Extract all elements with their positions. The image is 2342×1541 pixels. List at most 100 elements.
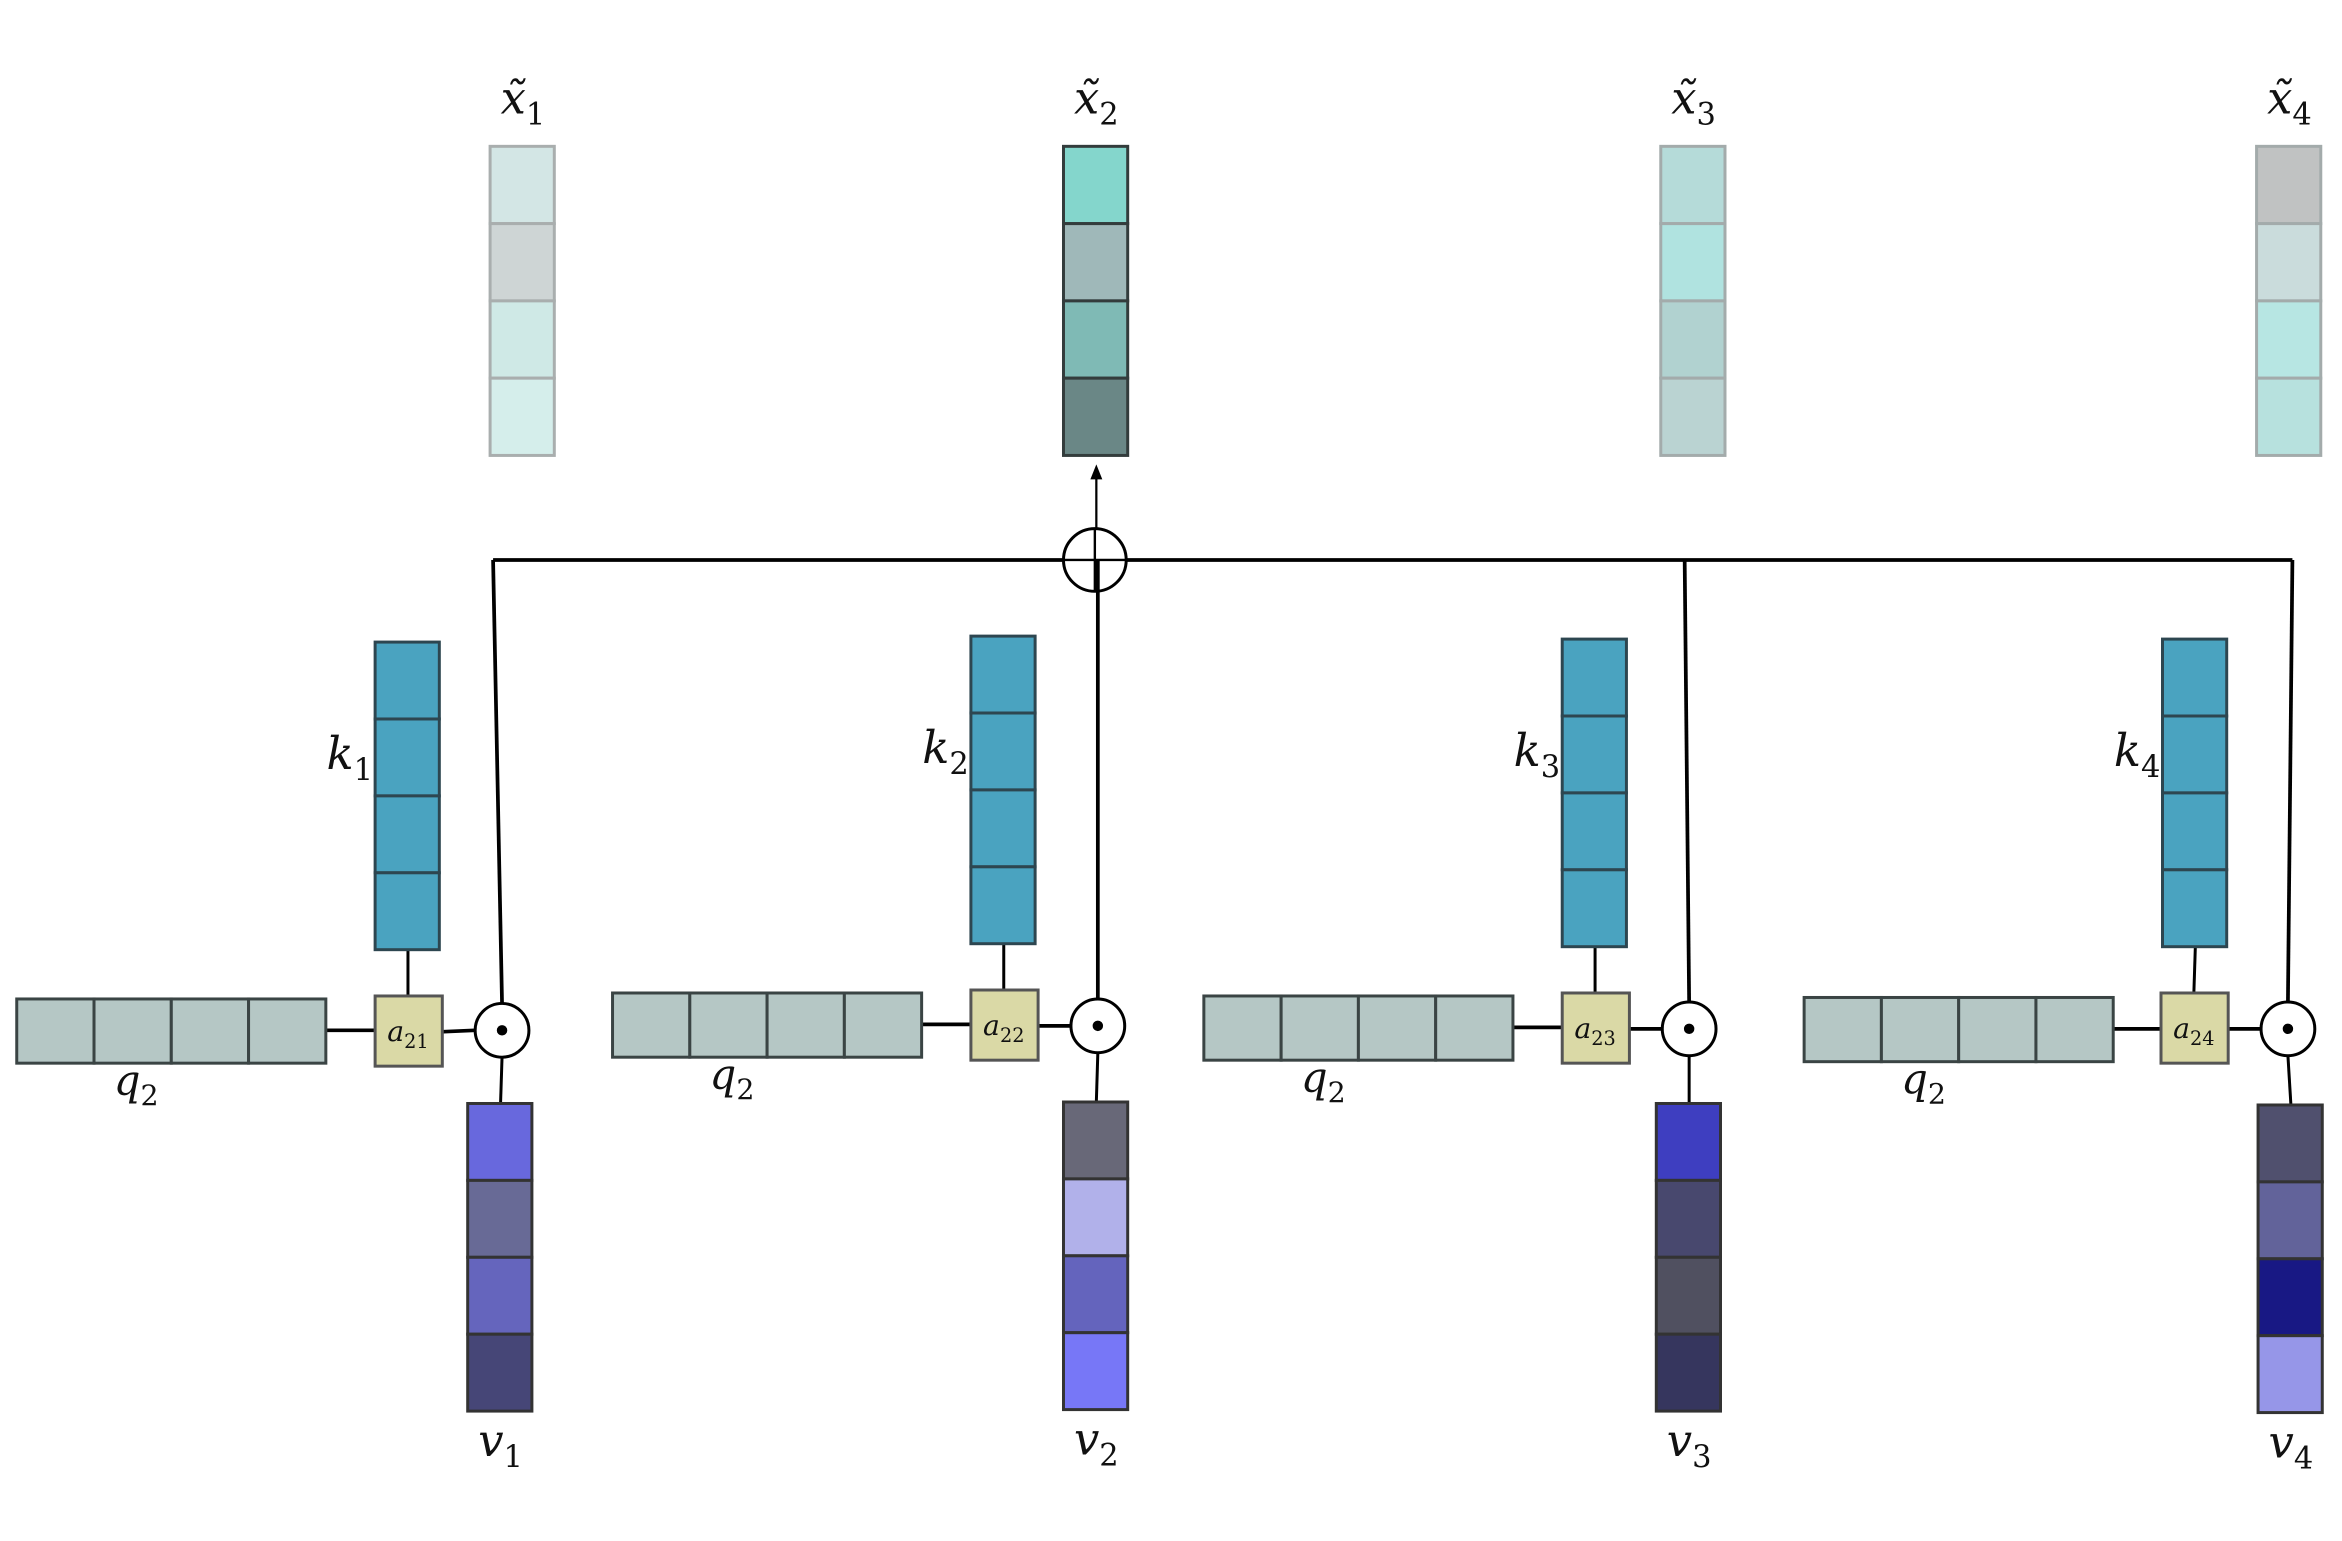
query-label-3: q2	[1301, 1053, 1346, 1109]
output-vector-x3-cell	[1659, 299, 1727, 380]
value-vector-4-cell	[2256, 1334, 2324, 1415]
product-dot-3	[1683, 1023, 1695, 1035]
attention-score-label-3-subscript: 23	[1591, 1027, 1616, 1050]
key-vector-4-cell	[2161, 791, 2229, 872]
query-label-1-base: q	[114, 1056, 141, 1105]
key-label-3: k3	[1514, 724, 1561, 785]
output-label-x1-subscript: 1	[526, 98, 545, 133]
key-vector-2-cell	[969, 788, 1037, 869]
query-vector-4-cell	[1957, 995, 2038, 1064]
key-label-4: k4	[2114, 724, 2161, 785]
key-label-3-base: k	[1514, 724, 1541, 777]
value-vector-1-cell	[466, 1332, 534, 1413]
query-label-2-subscript: 2	[736, 1073, 754, 1106]
value-label-1: v1	[478, 1414, 523, 1475]
query-vector-1-cell	[169, 997, 251, 1065]
output-vector-x2	[1061, 144, 1130, 457]
value-vector-2-cell	[1061, 1254, 1130, 1335]
query-vector-4	[1802, 995, 2115, 1064]
product-dot-1	[496, 1025, 508, 1036]
product-to-value-line-2	[1094, 1052, 1100, 1103]
output-label-x3-subscript: 3	[1697, 98, 1716, 133]
query-vector-3-cell	[1279, 994, 1360, 1062]
key-label-1-subscript: 1	[354, 753, 373, 788]
attention-score-label-2-subscript: 22	[1000, 1024, 1025, 1047]
query-label-4-base: q	[1901, 1054, 1928, 1103]
value-to-bus-line-4	[2286, 559, 2295, 1002]
value-label-2: v2	[1074, 1412, 1119, 1473]
output-vector-x1-cell	[488, 376, 556, 457]
query-vector-3-cell	[1202, 994, 1283, 1062]
value-label-4-base: v	[2269, 1415, 2294, 1468]
attention-score-label-3: a23	[1574, 1012, 1615, 1050]
query-vector-1-cell	[15, 997, 96, 1065]
query-vector-4-cell	[1802, 995, 1883, 1064]
query-label-3-subscript: 2	[1328, 1076, 1346, 1109]
value-label-2-base: v	[1074, 1412, 1099, 1465]
attention-score-box-4	[2159, 991, 2230, 1065]
value-vector-1	[466, 1101, 534, 1413]
key-vector-2-cell	[969, 711, 1037, 792]
product-dot-2	[1092, 1020, 1104, 1032]
key-to-score-line-4	[2192, 946, 2197, 994]
key-label-3-subscript: 3	[1541, 750, 1560, 785]
key-label-4-base: k	[2114, 724, 2141, 777]
attention-score-label-3-base: a	[1574, 1012, 1591, 1045]
key-label-2-subscript: 2	[949, 747, 968, 782]
output-label-x3: x̃3	[1671, 71, 1716, 132]
value-vector-3-cell	[1654, 1332, 1722, 1413]
output-vector-x3	[1659, 144, 1727, 457]
key-label-1: k1	[326, 727, 373, 788]
value-vector-4-cell	[2256, 1257, 2324, 1338]
attention-score-label-4-base: a	[2173, 1012, 2190, 1045]
key-label-2-base: k	[922, 721, 949, 774]
key-vector-4-cell	[2161, 868, 2229, 949]
value-vector-4-cell	[2256, 1103, 2324, 1184]
query-vector-3-cell	[1434, 994, 1515, 1062]
output-vector-x4-cell	[2255, 144, 2323, 226]
key-vector-1-cell	[373, 794, 441, 875]
query-vector-2-cell	[611, 991, 692, 1059]
key-vector-2	[969, 634, 1037, 946]
output-label-x2-base: x̃	[1074, 71, 1099, 124]
query-vector-4-cell	[1879, 995, 1961, 1064]
key-label-2: k2	[922, 721, 969, 782]
attention-score-box-3	[1560, 991, 1631, 1065]
output-label-x1: x̃1	[501, 71, 546, 132]
query-label-2: q2	[710, 1050, 755, 1106]
key-label-4-subscript: 4	[2141, 750, 2160, 785]
key-vector-3-cell	[1560, 637, 1628, 718]
value-vector-3	[1654, 1101, 1722, 1413]
output-label-x2-subscript: 2	[1099, 98, 1118, 133]
attention-score-label-4-subscript: 24	[2190, 1027, 2215, 1050]
query-label-1: q2	[114, 1056, 159, 1112]
value-vector-1-cell	[466, 1255, 534, 1336]
key-vector-4	[2161, 637, 2229, 949]
query-vector-1	[15, 997, 328, 1065]
query-vector-2-cell	[688, 991, 769, 1059]
query-vector-2	[611, 991, 924, 1059]
product-dot-4	[2282, 1023, 2294, 1035]
output-vector-x4	[2255, 144, 2323, 457]
output-vector-x3-cell	[1659, 144, 1727, 226]
value-vector-3-cell	[1654, 1178, 1722, 1259]
output-vector-x1-cell	[488, 222, 556, 303]
key-vector-4-cell	[2161, 637, 2229, 718]
attention-score-label-1-base: a	[387, 1015, 404, 1048]
output-vector-x2-cell	[1061, 222, 1130, 303]
value-label-3-base: v	[1667, 1414, 1692, 1467]
key-vector-4-cell	[2161, 714, 2229, 795]
key-vector-3-cell	[1560, 868, 1628, 949]
product-to-value-line-1	[499, 1057, 504, 1104]
key-vector-1-cell	[373, 717, 441, 798]
query-label-3-base: q	[1301, 1053, 1328, 1102]
output-label-x4-base: x̃	[2267, 71, 2292, 124]
output-vector-x4-cell	[2255, 222, 2323, 303]
key-vector-3-cell	[1560, 714, 1628, 795]
attention-score-label-2-base: a	[983, 1009, 1000, 1042]
query-label-4: q2	[1901, 1054, 1946, 1110]
output-vector-x3-cell	[1659, 222, 1727, 303]
value-vector-4	[2256, 1103, 2324, 1415]
output-label-x3-base: x̃	[1671, 71, 1696, 124]
